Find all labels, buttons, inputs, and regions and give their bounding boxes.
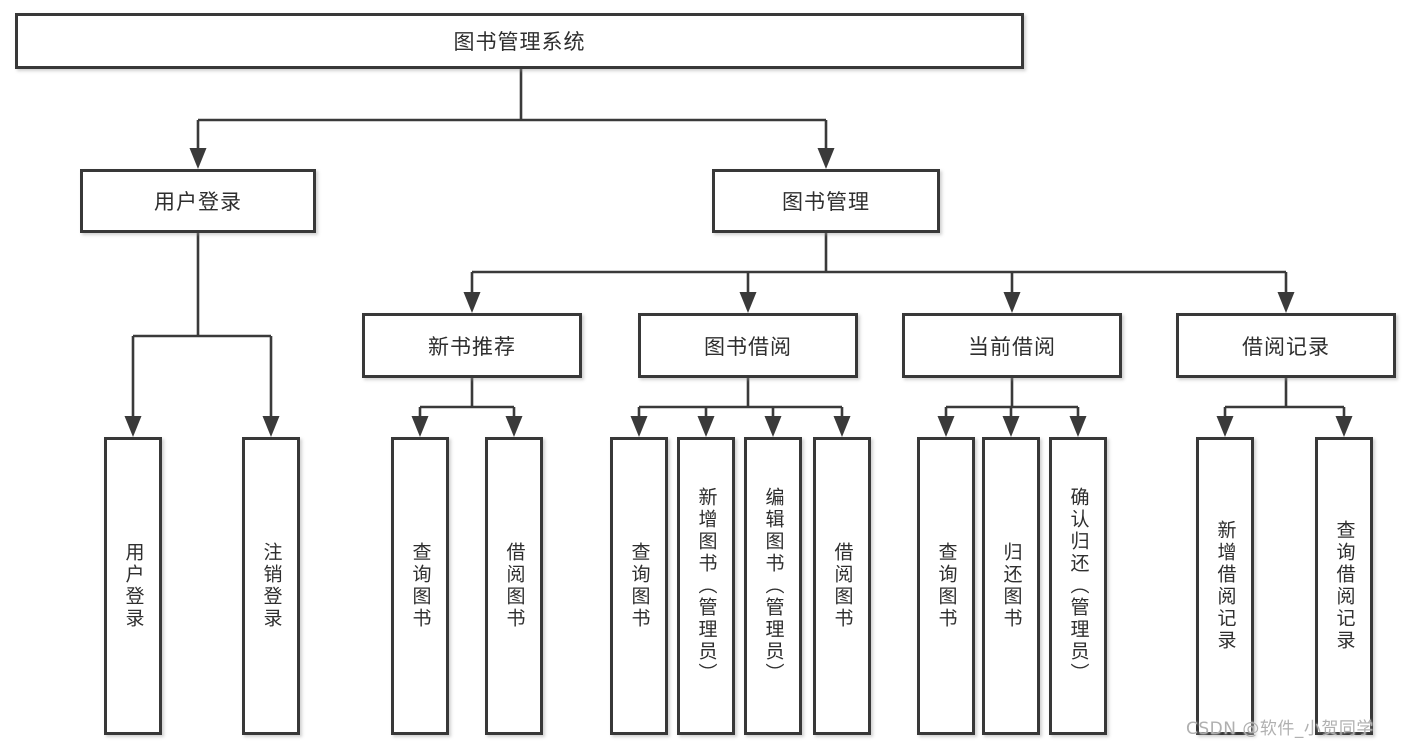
- node-book-management: 图书管理: [712, 169, 940, 233]
- node-query-books-1: 查询图书: [391, 437, 449, 735]
- node-borrow-books-1: 借阅图书: [485, 437, 543, 735]
- node-user-login: 用户登录: [80, 169, 316, 233]
- node-library-management-system: 图书管理系统: [15, 13, 1024, 69]
- node-borrowing-records: 借阅记录: [1176, 313, 1396, 378]
- node-borrow-books-2: 借阅图书: [813, 437, 871, 735]
- node-book-borrowing: 图书借阅: [638, 313, 858, 378]
- node-return-books: 归还图书: [982, 437, 1040, 735]
- node-new-book-recommendation: 新书推荐: [362, 313, 582, 378]
- node-add-books-admin: 新增图书（管理员）: [677, 437, 735, 735]
- node-query-borrow-record: 查询借阅记录: [1315, 437, 1373, 735]
- node-confirm-return-admin: 确认归还（管理员）: [1049, 437, 1107, 735]
- node-logout: 注销登录: [242, 437, 300, 735]
- arrowhead-icons: [124, 148, 1353, 437]
- node-user-login-leaf: 用户登录: [104, 437, 162, 735]
- node-current-borrowing: 当前借阅: [902, 313, 1122, 378]
- csdn-watermark: CSDN @软件_小贺同学: [1186, 719, 1374, 739]
- node-add-borrow-record: 新增借阅记录: [1196, 437, 1254, 735]
- node-edit-books-admin: 编辑图书（管理员）: [744, 437, 802, 735]
- node-query-books-3: 查询图书: [917, 437, 975, 735]
- node-query-books-2: 查询图书: [610, 437, 668, 735]
